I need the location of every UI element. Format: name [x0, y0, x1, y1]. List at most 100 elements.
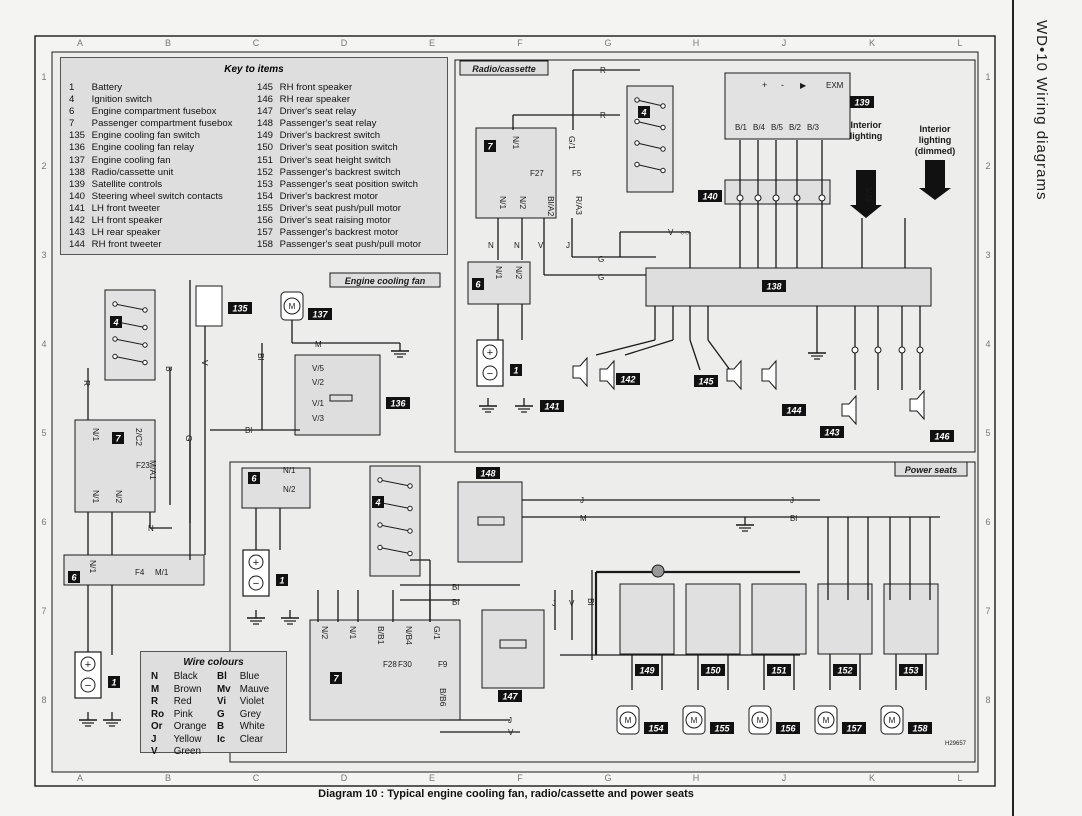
fuse-f5: F5 [572, 169, 582, 178]
component-number-badge [510, 364, 522, 376]
key-item-code: 135 [69, 130, 86, 142]
wire-colour-label: Pink [171, 708, 193, 720]
key-item-code: 158 [257, 239, 274, 251]
battery-plus-sign: + [253, 557, 259, 569]
wire-colour-label: Blue [237, 671, 260, 682]
border-number: 7 [41, 606, 46, 616]
key-item-7: 7 Passenger compartment fusebox [69, 118, 232, 130]
key-item-label: Passenger's seat position switch [277, 178, 419, 190]
wire-colour-Bl: Bl Blue [217, 671, 269, 684]
switch-pin [407, 483, 413, 489]
component-number: 152 [837, 666, 852, 676]
wire-code: B [164, 366, 174, 372]
border-number: 8 [41, 695, 46, 705]
key-item-141: 141 LH front tweeter [69, 203, 232, 215]
wire-code: N [488, 241, 494, 250]
pin: B/B1 [376, 626, 386, 645]
relay-coil [499, 639, 527, 649]
border-letter: F [517, 38, 523, 48]
wire-colour-code: Or [151, 721, 163, 732]
motor-symbol: M [625, 716, 632, 725]
interior-lighting-dimmed-label: (dimmed) [915, 146, 956, 156]
connector-pin [736, 194, 744, 202]
key-item-150: 150 Driver's seat position switch [257, 142, 421, 154]
key-item-code: 1 [69, 82, 75, 93]
wire [595, 339, 656, 356]
satellite-pin: B/3 [807, 123, 820, 132]
component-number-badge [782, 404, 806, 416]
relay-coil [329, 394, 353, 402]
wire-code: M [315, 340, 322, 349]
border-letter: J [782, 38, 787, 48]
pin: V/1 [312, 399, 325, 408]
component-number-badge [386, 397, 410, 409]
speaker-146 [909, 389, 925, 421]
component-number: 155 [714, 724, 730, 734]
component-number-badge [767, 664, 791, 676]
component-number-badge [476, 467, 500, 479]
connector-pin [898, 346, 906, 354]
pin: N/1 [498, 196, 508, 210]
component-number-badge [108, 676, 120, 688]
component-number: 6 [71, 573, 77, 583]
key-item-label: Battery [89, 82, 123, 93]
battery-minus-icon [248, 575, 264, 591]
wire-code: G [598, 273, 604, 282]
component-number-badge [638, 106, 650, 118]
switch-pin [377, 477, 383, 483]
switch-contact [379, 479, 411, 487]
wire-colour-G: G Grey [217, 709, 269, 722]
component-number: 136 [390, 399, 406, 409]
wire-colour-B: B White [217, 721, 269, 734]
switch-contact [114, 303, 146, 311]
connector-pin [793, 194, 801, 202]
component-number: 141 [544, 402, 559, 412]
motor-icon [283, 297, 301, 315]
pin: V/2 [312, 378, 325, 387]
switch-pin [634, 161, 640, 168]
component-number-badge [308, 308, 332, 320]
pin: N/2 [518, 196, 528, 210]
pin: N/1 [348, 626, 358, 640]
key-item-140: 140 Steering wheel switch contacts [69, 191, 232, 203]
motor-symbol: M [757, 716, 764, 725]
page-edge-line [1012, 0, 1014, 816]
battery-minus-sign: − [85, 680, 91, 692]
key-item-152: 152 Passenger's backrest switch [257, 167, 421, 179]
pin: R/A3 [574, 196, 584, 215]
switch-pin [142, 342, 148, 348]
key-item-code: 144 [69, 239, 86, 251]
wire-code: R [82, 380, 92, 386]
switch-pin [112, 336, 118, 342]
wire-code: V [200, 360, 210, 366]
pin: N/2 [514, 266, 524, 280]
connector-pin [754, 194, 762, 202]
key-item-code: 6 [69, 106, 75, 118]
wire-colour-code: Ro [151, 708, 165, 720]
key-item-label: Engine cooling fan relay [89, 142, 195, 154]
key-item-code: 140 [69, 190, 86, 202]
pin: N/B4 [404, 626, 414, 645]
pin: V/3 [312, 414, 325, 423]
seats-section-title: Power seats [905, 465, 958, 475]
switch-pin [407, 550, 413, 557]
wire-code: V [538, 241, 544, 250]
key-item-code: 147 [257, 106, 274, 118]
pin: Bl/A2 [546, 196, 556, 217]
border-letter: C [253, 38, 260, 48]
wire-code: Bl [452, 583, 459, 592]
component-number: 143 [824, 428, 839, 438]
wire-code: J [580, 496, 584, 505]
pin: N/1 [511, 136, 521, 150]
pin: N/2 [114, 490, 124, 504]
wire [624, 339, 674, 356]
key-item-156: 156 Driver's seat raising motor [257, 215, 421, 227]
tweeter-141 [572, 356, 588, 388]
seats-section-label-box [894, 461, 968, 477]
connector-pin [916, 346, 924, 354]
border-number: 2 [985, 161, 990, 171]
border-letter: E [429, 38, 435, 48]
cooling-fan-switch-135 [195, 285, 223, 327]
